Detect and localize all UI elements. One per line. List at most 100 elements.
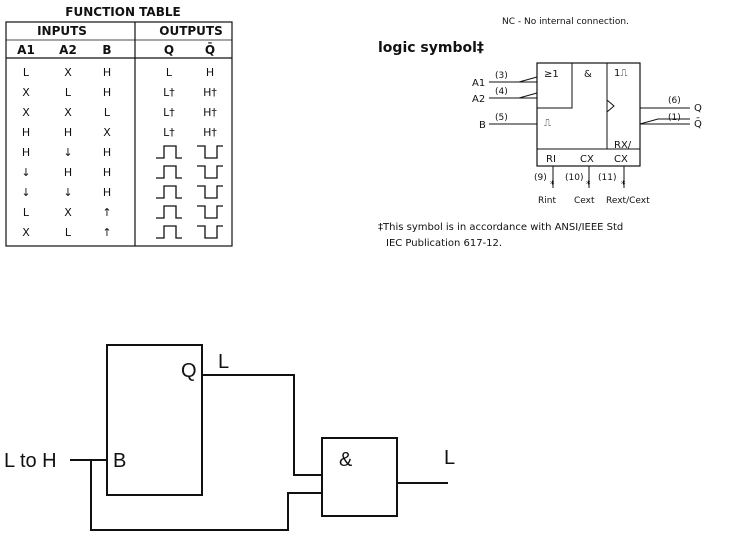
table-cell: H† [203, 86, 217, 99]
b-label: B [479, 120, 486, 131]
table-cell: H [64, 126, 72, 139]
table-cell: L† [163, 106, 175, 119]
table-cell: X [64, 66, 72, 79]
table-cell: X [103, 126, 111, 139]
table-cell: ↓ [63, 186, 72, 199]
table-cell: X [64, 206, 72, 219]
pulse-low-mark [197, 225, 223, 239]
column-header: B [102, 43, 111, 57]
logic-symbol: logic symbol‡ ≥1 & 1⎍ ⎍ RI CX RX/ CX A1 … [378, 40, 702, 249]
table-cell: H [103, 66, 111, 79]
table-cell: ↓ [63, 146, 72, 159]
qbar-polarity [639, 118, 690, 125]
rint-star: * [550, 180, 555, 190]
table-cell: X [22, 106, 30, 119]
rextcext-star: * [621, 180, 626, 190]
table-cell: H [22, 126, 30, 139]
pulse-low-mark [197, 165, 223, 179]
table-cell: H [64, 166, 72, 179]
cext-star: * [586, 180, 591, 190]
table-cell: H [22, 146, 30, 159]
rint-pin: (9) [534, 173, 547, 183]
column-header: A1 [17, 43, 35, 57]
q-to-and-wire [202, 374, 322, 476]
schmitt-label: ⎍ [544, 118, 551, 129]
pulse-high-mark [156, 165, 182, 179]
table-cell: L [23, 66, 30, 79]
footnote-line-2: IEC Publication 617-12. [386, 238, 502, 249]
table-cell: L† [163, 86, 175, 99]
ri-label: RI [546, 154, 556, 165]
table-cell: L [166, 66, 173, 79]
mono-label: 1⎍ [614, 68, 627, 79]
or-subblock [537, 63, 573, 109]
logic-symbol-title: logic symbol‡ [378, 40, 484, 56]
and-label: & [584, 69, 592, 80]
column-header: A2 [59, 43, 77, 57]
qbar-pin: (1) [668, 113, 681, 123]
pulse-high-mark [156, 205, 182, 219]
pulse-high-mark [156, 225, 182, 239]
table-cell: H [103, 186, 111, 199]
rxcx-label-top: RX/ [614, 140, 632, 151]
table-border [5, 21, 233, 247]
pulse-high-mark [156, 145, 182, 159]
a2-label: A2 [472, 94, 485, 105]
cext-pin: (10) [565, 173, 583, 183]
cext-label: Cext [574, 196, 595, 206]
b-pin-label: B [113, 450, 126, 472]
feedback-wire [90, 460, 322, 531]
cx-label: CX [580, 154, 594, 165]
table-cell: ↑ [102, 206, 111, 219]
function-table-title: FUNCTION TABLE [65, 5, 180, 19]
table-cell: ↓ [21, 186, 30, 199]
table-cell: L [23, 206, 30, 219]
a1-label: A1 [472, 78, 485, 89]
table-cell: ↓ [21, 166, 30, 179]
a1-pin: (3) [495, 71, 508, 81]
q-out-label: Q [694, 103, 702, 114]
a2-pin: (4) [495, 87, 508, 97]
table-cell: H† [203, 106, 217, 119]
inputs-header: INPUTS [37, 24, 87, 38]
table-cell: H [103, 86, 111, 99]
b-pin: (5) [495, 113, 508, 123]
table-cell: X [22, 226, 30, 239]
table-cell: H [103, 166, 111, 179]
table-cell: L [65, 86, 72, 99]
nc-note: NC - No internal connection. [502, 17, 629, 27]
table-column-headers: A1 A2 B Q Q̄ [17, 42, 215, 57]
a1-polarity [518, 76, 538, 83]
a2-polarity [518, 92, 538, 99]
ge1-label: ≥1 [544, 69, 559, 80]
table-cell: X [22, 86, 30, 99]
and-gate-label: & [339, 449, 353, 471]
q-pin-label: Q [181, 360, 197, 382]
rextcext-pin: (11) [598, 173, 616, 183]
table-cell: X [64, 106, 72, 119]
pulse-low-mark [197, 145, 223, 159]
q-pin: (6) [668, 96, 681, 106]
circuit: L to H B Q L & L [4, 344, 455, 531]
rxcx-label-bottom: CX [614, 154, 628, 165]
qbar-out-label: Q̄ [694, 117, 702, 130]
input-label: L to H [4, 450, 57, 472]
column-header: Q̄ [205, 42, 215, 57]
table-cell: ↑ [102, 226, 111, 239]
pulse-low-mark [197, 185, 223, 199]
function-table: FUNCTION TABLE INPUTS OUTPUTS A1 A2 B Q Q̄ L… [5, 5, 233, 247]
footnote-line-1: ‡This symbol is in accordance with ANSI/… [378, 222, 623, 233]
flipflop-box [106, 344, 203, 496]
table-cell: L† [163, 126, 175, 139]
and-gate-box [321, 437, 398, 517]
q-value-label: L [218, 351, 229, 373]
pulse-low-mark [197, 205, 223, 219]
table-cell: H [103, 146, 111, 159]
output-value-label: L [444, 447, 455, 469]
outputs-header: OUTPUTS [159, 24, 223, 38]
column-header: Q [164, 43, 174, 57]
table-cell: L [104, 106, 111, 119]
clock-triangle [606, 99, 615, 113]
